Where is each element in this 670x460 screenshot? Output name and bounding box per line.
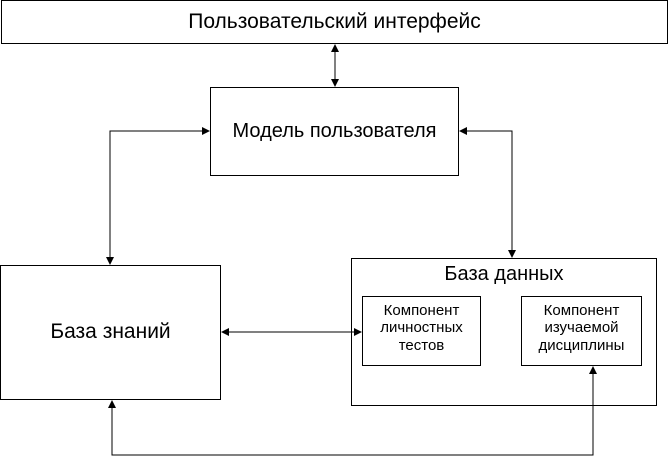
connector-discipline-knowledge — [108, 366, 597, 456]
knowledge-base-label: База знаний — [50, 320, 171, 343]
user-model-box: Модель пользователя — [210, 87, 459, 176]
user-interface-box: Пользовательский интерфейс — [1, 0, 668, 44]
component-tests-label: Компонент личностных тестов — [380, 302, 463, 354]
component-discipline-box: Компонент изучаемой дисциплины — [521, 296, 642, 366]
component-discipline-label: Компонент изучаемой дисциплины — [538, 302, 625, 354]
user-model-label: Модель пользователя — [232, 120, 437, 142]
database-label: База данных — [444, 263, 564, 285]
connector-usermodel-database — [459, 127, 516, 258]
user-interface-label: Пользовательский интерфейс — [188, 10, 481, 33]
component-tests-box: Компонент личностных тестов — [362, 296, 481, 366]
connector-usermodel-knowledge — [106, 127, 210, 265]
